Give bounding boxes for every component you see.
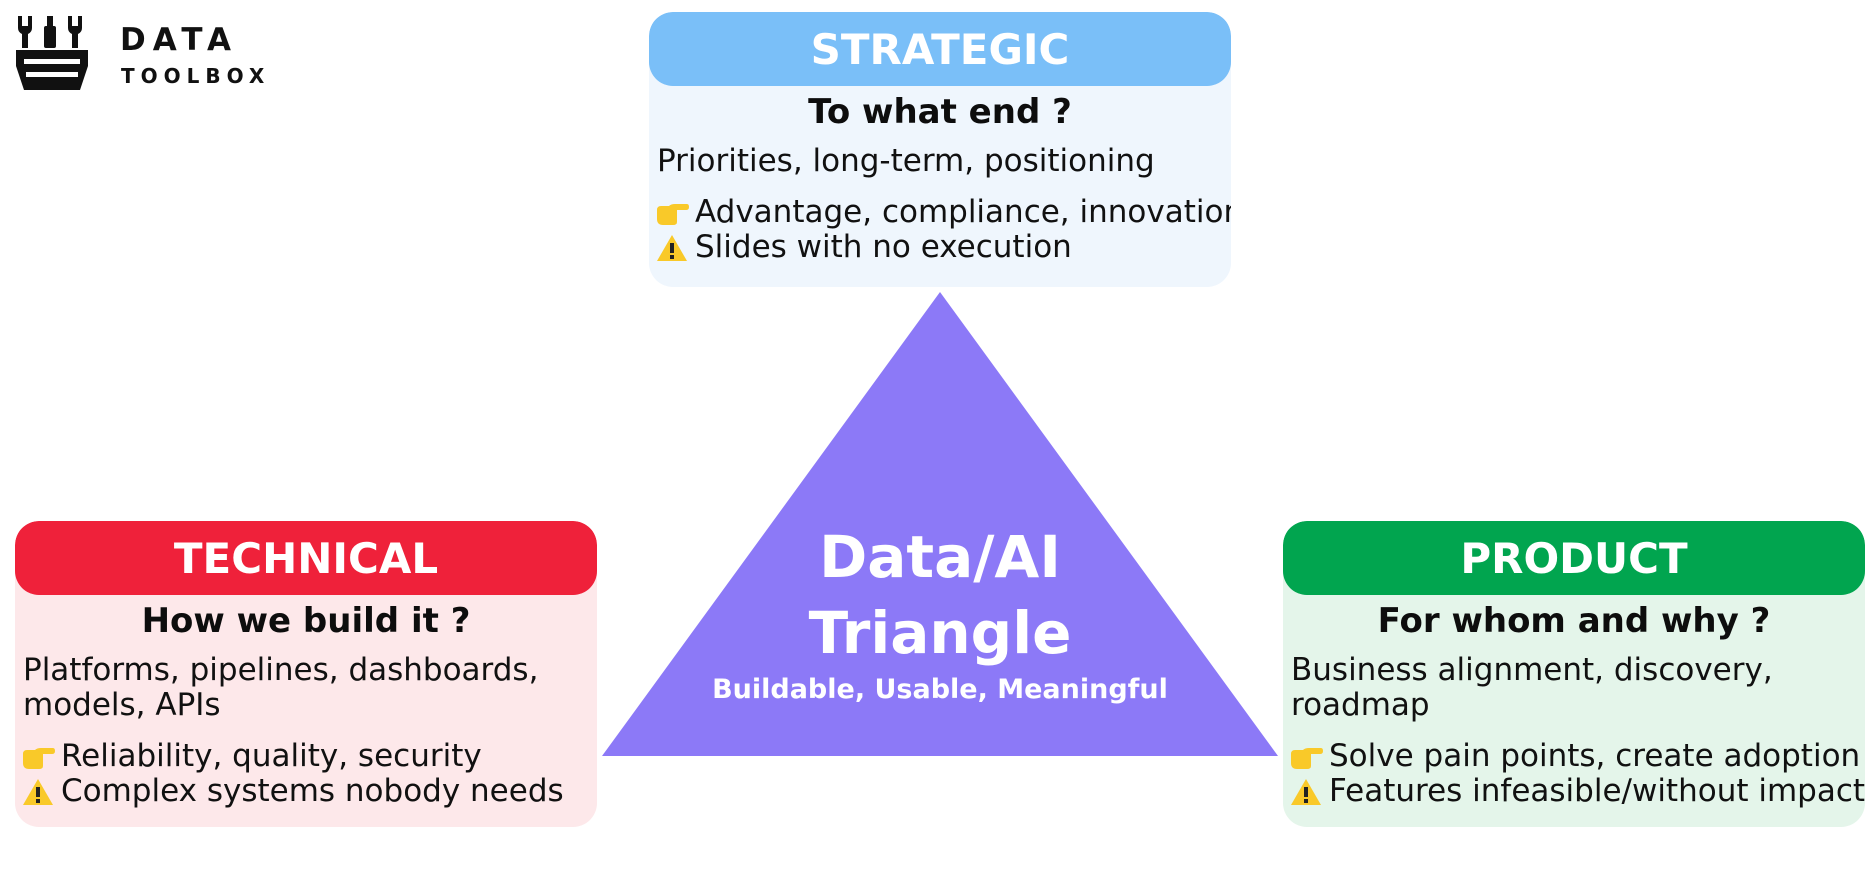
- product-card: PRODUCT For whom and why ? Business alig…: [1283, 521, 1865, 827]
- pointing-hand-icon: [1291, 747, 1323, 769]
- warning-icon: [1291, 778, 1321, 805]
- technical-risk: Complex systems nobody needs: [21, 774, 597, 809]
- product-risk-text: Features infeasible/without impact: [1329, 773, 1865, 809]
- pointing-hand-icon: [23, 747, 55, 769]
- product-benefit-text: Solve pain points, create adoption: [1329, 738, 1861, 774]
- pointing-hand-icon: [657, 203, 689, 225]
- product-risk: Features infeasible/without impact: [1289, 774, 1865, 809]
- triangle-title-line2: Triangle: [808, 599, 1072, 667]
- strategic-question: To what end ?: [808, 92, 1072, 132]
- center-triangle: [602, 292, 1278, 756]
- strategic-benefit: Advantage, compliance, innovation: [655, 195, 1231, 230]
- product-body: Business alignment, discovery, roadmap: [1291, 652, 1773, 723]
- warning-icon: [657, 234, 687, 261]
- strategic-card: STRATEGIC To what end ? Priorities, long…: [649, 12, 1231, 287]
- product-question: For whom and why ?: [1377, 601, 1771, 641]
- technical-card: TECHNICAL How we build it ? Platforms, p…: [15, 521, 597, 827]
- product-items: Solve pain points, create adoption Featu…: [1283, 723, 1865, 809]
- toolbox-icon: [16, 16, 88, 90]
- logo: DATA TOOLBOX: [14, 14, 304, 94]
- strategic-body: Priorities, long-term, positioning: [657, 143, 1155, 179]
- technical-benefit-text: Reliability, quality, security: [61, 738, 482, 774]
- strategic-header: STRATEGIC: [649, 12, 1231, 86]
- product-benefit: Solve pain points, create adoption: [1289, 739, 1865, 774]
- strategic-items: Advantage, compliance, innovation Slides…: [649, 179, 1231, 265]
- technical-body: Platforms, pipelines, dashboards, models…: [23, 652, 539, 723]
- triangle-shape: [602, 292, 1278, 756]
- triangle-subtitle: Buildable, Usable, Meaningful: [712, 674, 1168, 705]
- technical-benefit: Reliability, quality, security: [21, 739, 597, 774]
- strategic-risk: Slides with no execution: [655, 230, 1231, 265]
- strategic-benefit-text: Advantage, compliance, innovation: [695, 194, 1231, 230]
- technical-question: How we build it ?: [141, 601, 471, 641]
- strategic-risk-text: Slides with no execution: [695, 229, 1072, 265]
- logo-text-toolbox: TOOLBOX: [121, 64, 271, 88]
- technical-risk-text: Complex systems nobody needs: [61, 773, 564, 809]
- warning-icon: [23, 778, 53, 805]
- logo-text-data: DATA: [120, 22, 239, 58]
- technical-header: TECHNICAL: [15, 521, 597, 595]
- triangle-title-line1: Data/AI: [819, 523, 1061, 591]
- product-header: PRODUCT: [1283, 521, 1865, 595]
- technical-items: Reliability, quality, security Complex s…: [15, 723, 597, 809]
